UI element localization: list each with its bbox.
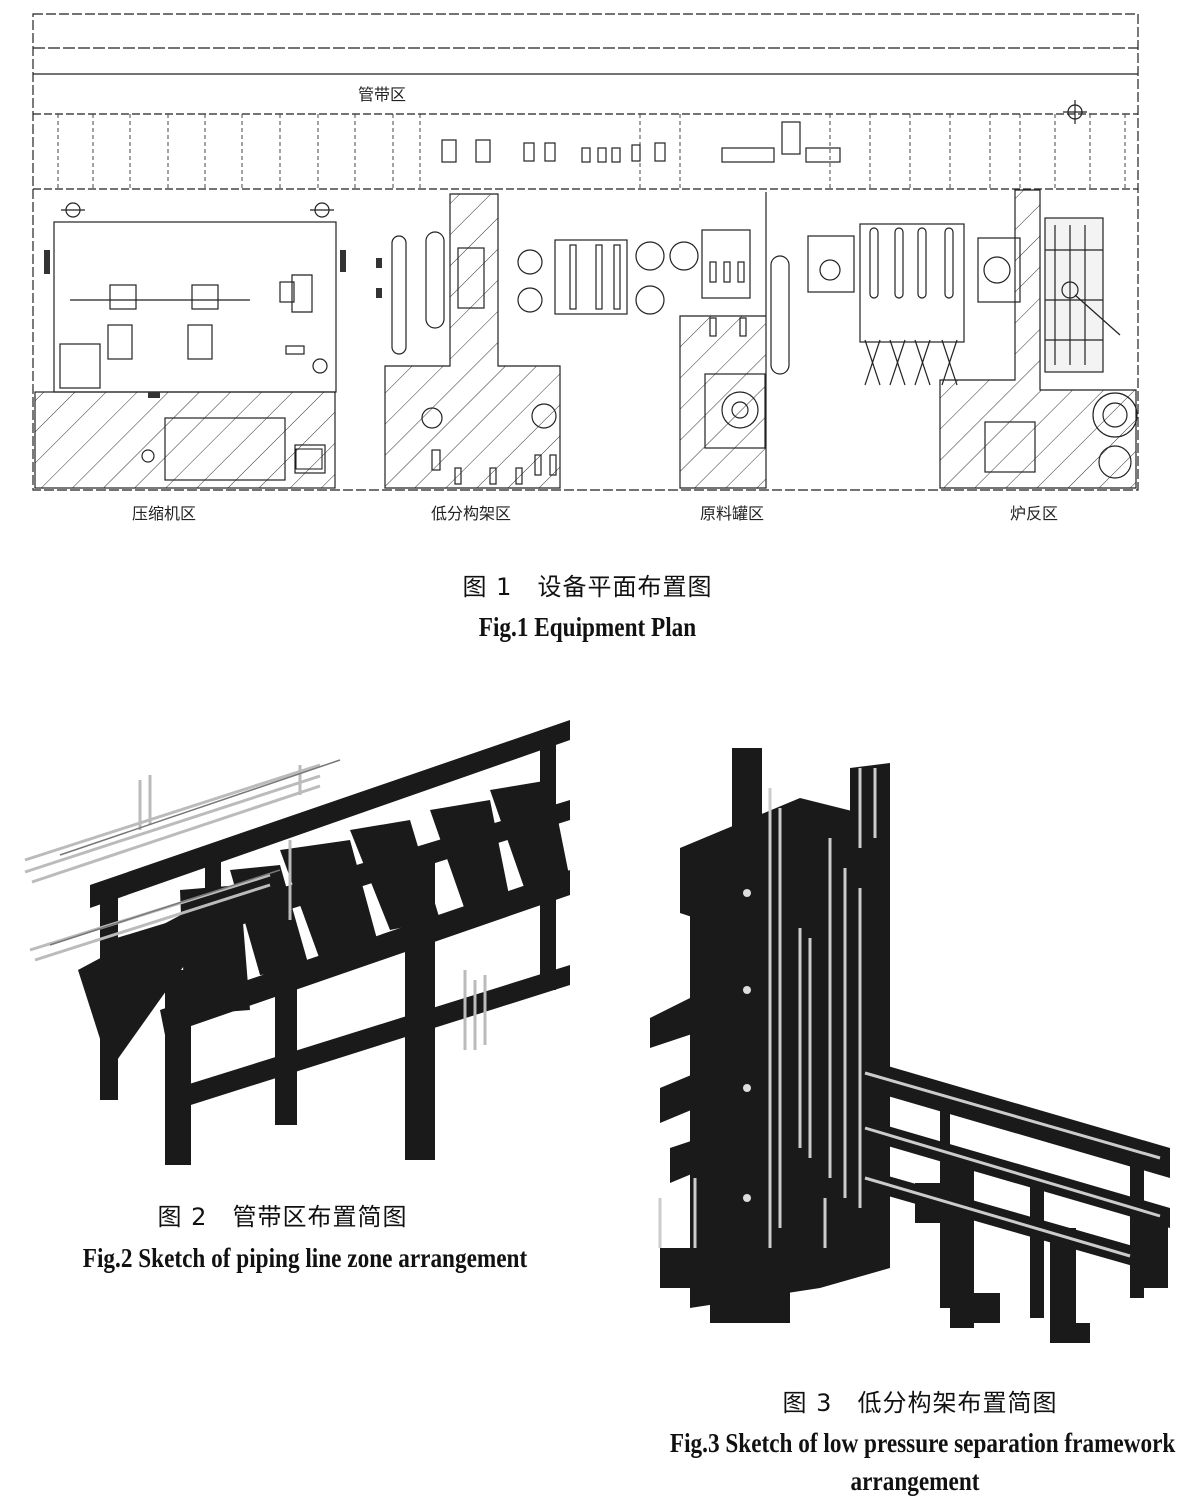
- zone-label-furnace: 炉反区: [1010, 504, 1059, 523]
- zone-label-feed-tank: 原料罐区: [700, 504, 765, 523]
- equipment-plan-drawing: [32, 13, 1139, 491]
- figure2-caption-en: Fig.2 Sketch of piping line zone arrange…: [82, 1243, 528, 1273]
- figure1-caption-en: Fig.1 Equipment Plan: [478, 612, 697, 642]
- figure2-caption-cn: 图 2 管带区布置简图: [157, 1203, 408, 1231]
- figure3-caption-cn: 图 3 低分构架布置简图: [782, 1389, 1058, 1417]
- piping-zone-sketch: [24, 720, 570, 1165]
- zone-label-compressor: 压缩机区: [132, 504, 197, 523]
- figure3-caption-en-line1: Fig.3 Sketch of low pressure separation …: [669, 1428, 1176, 1458]
- figure1-caption-cn: 图 1 设备平面布置图: [462, 573, 713, 601]
- figure3-caption-en-line2: arrangement: [850, 1466, 980, 1496]
- zone-label-pipe-rack: 管带区: [358, 85, 407, 104]
- framework-sketch: [650, 748, 1170, 1343]
- zone-label-low-separation: 低分构架区: [431, 504, 512, 523]
